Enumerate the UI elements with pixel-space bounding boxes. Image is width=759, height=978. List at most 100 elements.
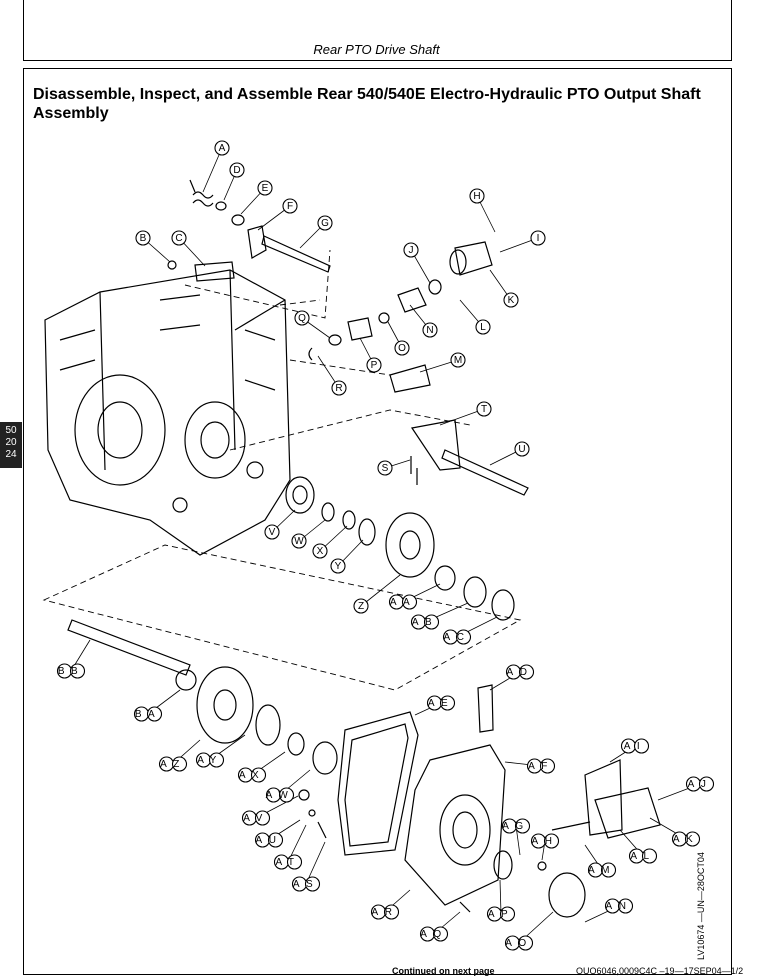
callout-q: Q xyxy=(294,310,331,339)
callout-text: AV xyxy=(243,813,269,824)
callout-s: S xyxy=(377,459,411,476)
callout-circle xyxy=(439,695,456,711)
callout-circle xyxy=(514,441,530,457)
callout-text: H xyxy=(473,191,480,202)
callout-m: M xyxy=(419,352,466,373)
callout-circle xyxy=(278,787,295,803)
callout-f: F xyxy=(257,198,298,231)
callout-circle xyxy=(517,935,534,951)
callout-text: B xyxy=(140,233,147,244)
callout-text: AB xyxy=(412,617,438,628)
section-tab: 50 20 24 xyxy=(0,422,22,468)
callout-circle xyxy=(432,926,449,942)
callout-l: L xyxy=(459,299,491,335)
callout-text: D xyxy=(233,165,240,176)
callout-circle xyxy=(171,756,188,772)
callout-circle xyxy=(312,543,328,559)
callout-ai: AI xyxy=(609,738,650,763)
callout-circle xyxy=(633,738,650,754)
callout-text: N xyxy=(426,325,433,336)
callout-k: K xyxy=(489,269,519,308)
callout-j: J xyxy=(403,242,431,284)
callout-text: W xyxy=(294,536,304,547)
callout-circle xyxy=(530,230,546,246)
callout-ar: AR xyxy=(370,889,411,920)
callout-text: G xyxy=(321,218,329,229)
callout-circle xyxy=(641,848,658,864)
callout-circle xyxy=(518,664,535,680)
callout-text: AY xyxy=(197,755,223,766)
callout-text: AF xyxy=(528,761,554,772)
callout-al: AL xyxy=(619,829,658,864)
callout-ay: AY xyxy=(195,734,246,768)
callout-text: AW xyxy=(266,790,295,801)
callout-text: AE xyxy=(428,698,454,709)
callout-text: R xyxy=(335,383,342,394)
callout-n: N xyxy=(409,304,438,338)
callout-circle xyxy=(503,292,519,308)
callout-w: W xyxy=(291,519,326,549)
callout-circle xyxy=(257,180,273,196)
callout-text: C xyxy=(175,233,182,244)
callout-text: M xyxy=(454,355,462,366)
callout-circle xyxy=(264,524,280,540)
callout-circle xyxy=(617,898,634,914)
callout-circle xyxy=(214,140,230,156)
callout-ap: AP xyxy=(486,879,516,922)
callout-ag: AG xyxy=(501,818,531,856)
callout-circle xyxy=(377,460,393,476)
callout-ab: AB xyxy=(410,602,469,630)
callout-circle xyxy=(291,533,307,549)
callout-text: AL xyxy=(630,851,655,862)
callout-aq: AQ xyxy=(419,911,461,942)
header-frame xyxy=(23,0,732,61)
callout-leader xyxy=(499,879,502,915)
callout-leader xyxy=(515,825,521,856)
callout-circle xyxy=(514,818,531,834)
callout-circle xyxy=(499,906,516,922)
callout-y: Y xyxy=(330,539,364,574)
callout-text: AM xyxy=(588,865,616,876)
callout-as: AS xyxy=(291,841,326,892)
callout-circle xyxy=(282,198,298,214)
callout-leader xyxy=(360,574,401,607)
callout-circle xyxy=(294,310,310,326)
callout-text: AH xyxy=(532,836,559,847)
callout-bb: BB xyxy=(56,639,91,679)
callout-circle xyxy=(69,663,86,679)
callout-an: AN xyxy=(584,898,634,923)
callout-ak: AK xyxy=(649,817,701,847)
callout-circle xyxy=(423,614,440,630)
callout-circle xyxy=(304,876,321,892)
callout-leader xyxy=(305,841,326,885)
callout-a: A xyxy=(202,140,230,193)
callout-b: B xyxy=(135,230,171,263)
section-tab-line-1: 50 xyxy=(5,425,17,436)
callout-h: H xyxy=(469,188,496,233)
callout-text: J xyxy=(409,245,414,256)
callout-circle xyxy=(403,242,419,258)
callout-text: F xyxy=(287,201,293,212)
callout-text: AK xyxy=(673,834,699,845)
callout-circle xyxy=(135,230,151,246)
continued-note: Continued on next page xyxy=(392,966,495,976)
callout-i: I xyxy=(499,230,546,253)
callout-circle xyxy=(353,598,369,614)
page-title: Disassemble, Inspect, and Assemble Rear … xyxy=(33,86,701,122)
callout-text: O xyxy=(398,343,406,354)
callout-az: AZ xyxy=(158,739,201,772)
callout-v: V xyxy=(264,509,296,540)
callout-circle xyxy=(394,340,410,356)
callout-circle xyxy=(229,162,245,178)
callout-circle xyxy=(698,776,715,792)
content-frame xyxy=(23,68,732,975)
callout-ax: AX xyxy=(237,751,286,783)
callout-e: E xyxy=(240,180,273,215)
callout-d: D xyxy=(223,162,245,201)
callout-circle xyxy=(317,215,333,231)
callout-text: S xyxy=(382,463,389,474)
callout-circle xyxy=(208,752,225,768)
callout-aw: AW xyxy=(266,769,311,803)
